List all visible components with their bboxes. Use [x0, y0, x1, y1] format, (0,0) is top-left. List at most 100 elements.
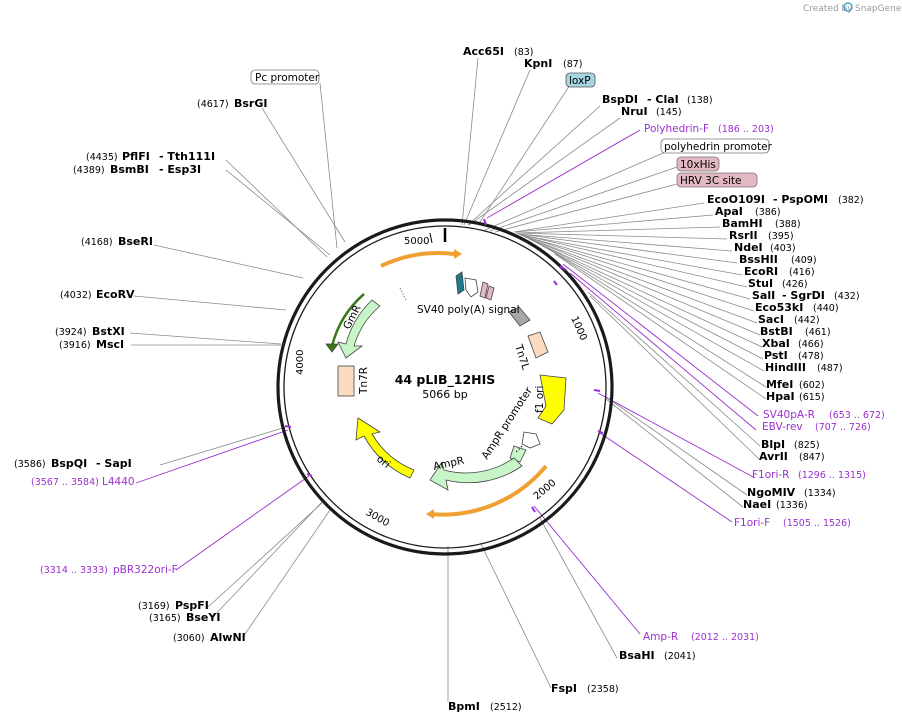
enzyme-position: (2512) [490, 702, 522, 713]
enzyme-name: ApaI [715, 205, 743, 218]
hrv-tag-bar [485, 285, 495, 301]
site-stui[interactable]: StuI (426) [748, 277, 808, 290]
label-loxp[interactable]: loxP [569, 75, 591, 87]
primer-name: pBR322ori-F [113, 564, 178, 576]
site-bamhi[interactable]: BamHI (388) [722, 217, 801, 230]
site-bsahi[interactable]: BsaHI (2041) [619, 649, 696, 662]
credit-brand: SnapGene [855, 4, 902, 14]
site-kpni[interactable]: KpnI (87) [524, 57, 583, 70]
restriction-sites: Acc65I (83) KpnI (87) BspDI - ClaI (138)… [14, 45, 864, 713]
site-naei[interactable]: NaeI (1336) [743, 498, 808, 511]
hrv3c-box [676, 172, 758, 188]
enzyme-position: (4389) [73, 165, 105, 176]
primer-position: (707 .. 726) [815, 422, 871, 433]
site-bpmi[interactable]: BpmI (2512) [448, 700, 522, 713]
arc-arrowhead [454, 249, 462, 259]
site-apai[interactable]: ApaI (386) [715, 205, 781, 218]
enzyme-name: SacI [758, 313, 784, 326]
snapgene-logo-icon [843, 2, 853, 12]
pc-promoter-box [250, 69, 320, 85]
site-hindiii[interactable]: HindIII (487) [765, 361, 843, 374]
site-bsshii[interactable]: BssHII (409) [739, 253, 817, 266]
primer-name: SV40pA-R [763, 409, 815, 421]
label-polyhedrin-promoter[interactable]: polyhedrin promoter [664, 141, 773, 153]
primer-ebv-rev[interactable]: EBV-rev (707 .. 726) [762, 421, 871, 433]
site-ecoo109i[interactable]: EcoO109I - PspOMI (382) [707, 193, 864, 206]
primer-l4440[interactable]: (3567 .. 3584) L4440 [31, 476, 135, 488]
enzyme-name: PflFI [122, 150, 150, 163]
enzyme-name: BamHI [722, 217, 763, 230]
site-ndei[interactable]: NdeI (403) [734, 241, 796, 254]
primer-polyhedrin-f[interactable]: Polyhedrin-F (186 .. 203) [644, 123, 774, 135]
enzyme-name: KpnI [524, 57, 552, 70]
site-hpai[interactable]: HpaI (615) [766, 390, 825, 403]
site-bsmbi[interactable]: (4389) BsmBI - Esp3I [73, 163, 201, 176]
enzyme-name: PspFI [175, 599, 209, 612]
enzyme-name: StuI [748, 277, 773, 290]
gmr-arrow [337, 299, 381, 359]
site-pflfi[interactable]: (4435) PflFI - Tth111I [86, 150, 215, 163]
site-saci[interactable]: SacI (442) [758, 313, 820, 326]
site-avrii[interactable]: AvrII (847) [759, 450, 825, 463]
label-his10[interactable]: 10xHis [680, 159, 716, 171]
primer-name: Polyhedrin-F [644, 123, 709, 135]
label-hrv3c[interactable]: HRV 3C site [680, 175, 741, 187]
label-tn7l: Tn7L [512, 342, 532, 371]
site-alwni[interactable]: (3060) AlwNI [173, 631, 246, 644]
site-ecori[interactable]: EcoRI (416) [744, 265, 815, 278]
site-fspi[interactable]: FspI (2358) [551, 682, 619, 695]
site-eco53ki[interactable]: Eco53kI (440) [755, 301, 839, 314]
enzyme-position: (87) [563, 59, 583, 70]
primer-position: (186 .. 203) [718, 124, 774, 135]
site-bstxi[interactable]: (3924) BstXI [55, 325, 125, 338]
enzyme-name-alt: - SgrDI [782, 289, 825, 302]
enzyme-position: (432) [834, 291, 860, 302]
plasmid-backbone [276, 218, 614, 556]
polyhedrin-arc [380, 251, 455, 268]
site-acc65i[interactable]: Acc65I (83) [463, 45, 534, 58]
site-nrui[interactable]: NruI (145) [621, 105, 682, 118]
enzyme-position: (2358) [587, 684, 619, 695]
primer-name: L4440 [102, 476, 135, 488]
enzyme-position: (1334) [804, 488, 836, 499]
site-msci[interactable]: (3916) MscI [59, 338, 124, 351]
enzyme-position: (602) [799, 380, 825, 391]
lox-teal-arrow [455, 271, 465, 295]
enzyme-name-alt: - Tth111I [159, 150, 215, 163]
primer-position: (1296 .. 1315) [798, 470, 866, 481]
enzyme-name: FspI [551, 682, 577, 695]
site-rsrii[interactable]: RsrII (395) [729, 229, 794, 242]
site-xbai[interactable]: XbaI (466) [762, 337, 824, 350]
site-blpi[interactable]: BlpI (825) [761, 438, 820, 451]
site-bspdi[interactable]: BspDI - ClaI (138) [602, 93, 713, 106]
primer-amp-r[interactable]: Amp-R (2012 .. 2031) [643, 631, 759, 643]
site-bspqi[interactable]: (3586) BspQI - SapI [14, 457, 132, 470]
site-bsrgi[interactable]: (4617) BsrGI [197, 97, 267, 110]
site-sali[interactable]: SalI - SgrDI (432) [752, 289, 860, 302]
enzyme-position: (83) [514, 47, 534, 58]
enzyme-position: (442) [794, 315, 820, 326]
site-bseri[interactable]: (4168) BseRI [81, 235, 153, 248]
enzyme-name: BsaHI [619, 649, 655, 662]
site-bstbi[interactable]: BstBI (461) [760, 325, 831, 338]
enzyme-position: (388) [775, 219, 801, 230]
enzyme-name-alt: - PspOMI [773, 193, 828, 206]
primer-sv40pa-r[interactable]: SV40pA-R (653 .. 672) [763, 409, 885, 421]
site-bseyi[interactable]: (3165) BseYI [149, 611, 220, 624]
primer-f1ori-f[interactable]: F1ori-F (1505 .. 1526) [734, 517, 851, 529]
enzyme-name: EcoO109I [707, 193, 765, 206]
site-ngomiv[interactable]: NgoMIV (1334) [747, 486, 836, 499]
primer-position: (3567 .. 3584) [31, 477, 99, 488]
site-mfei[interactable]: MfeI (602) [766, 378, 825, 391]
enzyme-position: (487) [817, 363, 843, 374]
primer-pbr322ori-f[interactable]: (3314 .. 3333) pBR322ori-F [40, 564, 178, 576]
primer-f1ori-r[interactable]: F1ori-R (1296 .. 1315) [752, 469, 866, 481]
site-pspfi[interactable]: (3169) PspFI [138, 599, 209, 612]
enzyme-name: BseYI [186, 611, 220, 624]
site-ecorv[interactable]: (4032) EcoRV [60, 288, 135, 301]
enzyme-position: (847) [799, 452, 825, 463]
label-pc-promoter[interactable]: Pc promoter [255, 72, 320, 84]
label-f1-ori: f1 ori [534, 386, 546, 413]
enzyme-name: EcoRV [96, 288, 135, 301]
site-psti[interactable]: PstI (478) [764, 349, 824, 362]
